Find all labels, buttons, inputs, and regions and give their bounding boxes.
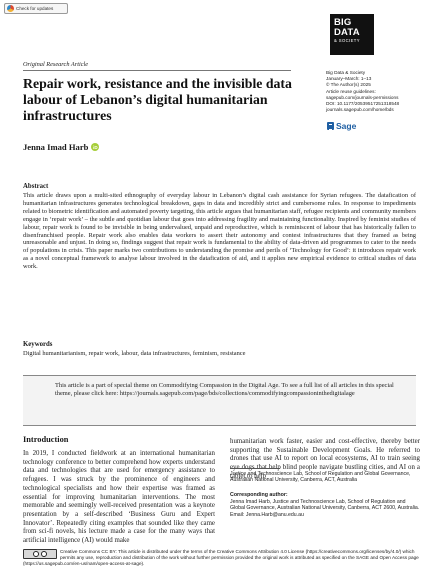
crossmark-icon (7, 5, 14, 12)
special-theme-note: This article is a part of special theme … (23, 375, 416, 426)
journal-info: Big Data & Society January–March: 1–13 ©… (326, 70, 426, 113)
intro-paragraph-right: humanitarian work faster, easier and cos… (230, 438, 420, 480)
publisher-logo: Sage (327, 121, 356, 131)
corresponding-details: Jenna Imad Harb, Justice and Technoscien… (230, 499, 420, 518)
doi[interactable]: DOI: 10.1177/20539517251318548 (326, 101, 400, 107)
journal-logo: BIG DATA & SOCIETY (330, 14, 374, 55)
check-for-updates-label: Check for updates (16, 6, 54, 11)
footnote-divider (230, 468, 280, 469)
special-theme-text[interactable]: This article is a part of special theme … (55, 382, 394, 398)
license-notice: Creative Commons CC BY: This article is … (23, 549, 423, 568)
introduction-heading: Introduction (23, 435, 69, 444)
permissions-link[interactable]: sagepub.com/journals-permissions (326, 94, 399, 100)
abstract-text: This article draws upon a multi-sited et… (23, 192, 416, 271)
license-text: Creative Commons CC BY: This article is … (23, 549, 419, 567)
sage-icon (327, 122, 334, 130)
logo-line-1: BIG (334, 17, 352, 28)
abstract-heading: Abstract (23, 183, 49, 190)
journal-name: Big Data & Society (326, 70, 366, 75)
copyright: © The Author(s) 2025 (326, 82, 371, 88)
keywords-text: Digital humanitarianism, repair work, la… (23, 350, 246, 357)
header-divider (23, 70, 291, 71)
orcid-icon[interactable]: iD (91, 143, 100, 151)
author-affiliation: Justice and Technoscience Lab, School of… (230, 471, 411, 484)
cc-by-icon (23, 549, 57, 559)
intro-paragraph-left: In 2019, I conducted fieldwork at an int… (23, 450, 215, 545)
publisher-name: Sage (336, 121, 357, 131)
author-name: Jenna Imad Harb (23, 142, 89, 152)
check-for-updates-button[interactable]: Check for updates (4, 3, 68, 14)
logo-line-3: & SOCIETY (334, 38, 360, 43)
article-title: Repair work, resistance and the invisibl… (23, 76, 292, 123)
logo-line-2: DATA (334, 26, 360, 38)
article-type-label: Original Research Article (23, 61, 89, 68)
keywords-heading: Keywords (23, 341, 53, 348)
journal-issue: January–March: 1–13 (326, 76, 372, 82)
author-line: Jenna Imad Harb iD (23, 142, 100, 152)
reuse-label: Article reuse guidelines: (326, 88, 376, 94)
corresponding-heading: Corresponding author: (230, 492, 288, 498)
journal-home-link[interactable]: journals.sagepub.com/home/bds (326, 107, 394, 113)
